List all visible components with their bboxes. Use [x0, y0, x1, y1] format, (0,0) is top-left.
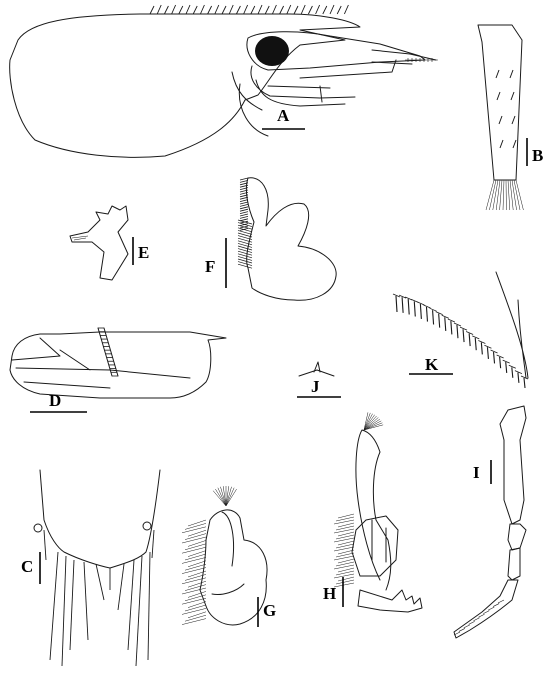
panel-label-c: C [21, 557, 33, 576]
panel-label-j: J [311, 377, 320, 396]
maxilliped-setae [333, 412, 384, 588]
panel-f-maxillule-drawing [237, 177, 337, 301]
panel-label-a: A [277, 106, 290, 125]
telson-margin-spines [43, 529, 155, 667]
panel-j-drawing [298, 361, 335, 377]
maxillule-setae-lower [237, 219, 253, 269]
panel-label-i: I [473, 463, 480, 482]
rostrum-teeth [149, 4, 349, 15]
telson-tip-setae [485, 179, 524, 211]
eye-drawing [255, 36, 289, 66]
panel-g-maxilla-drawing [181, 486, 268, 626]
panel-label-g: G [263, 601, 276, 620]
panel-label-h: H [323, 584, 336, 603]
panel-label-d: D [49, 391, 61, 410]
panel-i-pereiopod-drawing [453, 405, 527, 639]
panel-h-maxilliped-drawing [333, 412, 423, 613]
panel-d-antennal-scale-drawing [9, 327, 227, 399]
panel-b-telson-drawing [477, 24, 524, 211]
panel-k-drawing [392, 271, 529, 389]
panel-label-e: E [138, 243, 149, 262]
panel-e-mandible-drawing [69, 205, 129, 281]
panel-label-k: K [425, 355, 439, 374]
antennal-flagellum-segments [98, 327, 118, 377]
maxilla-setae [181, 486, 237, 625]
panel-label-b: B [532, 146, 543, 165]
telson-dorsal-spines [495, 69, 517, 149]
panel-a-carapace-drawing [9, 4, 438, 158]
spinulose-margin-teeth [392, 293, 529, 389]
pereiopod-dactyl-spines [453, 599, 505, 636]
panel-label-f: F [205, 257, 215, 276]
panel-c-telson-margin-drawing [33, 469, 161, 667]
